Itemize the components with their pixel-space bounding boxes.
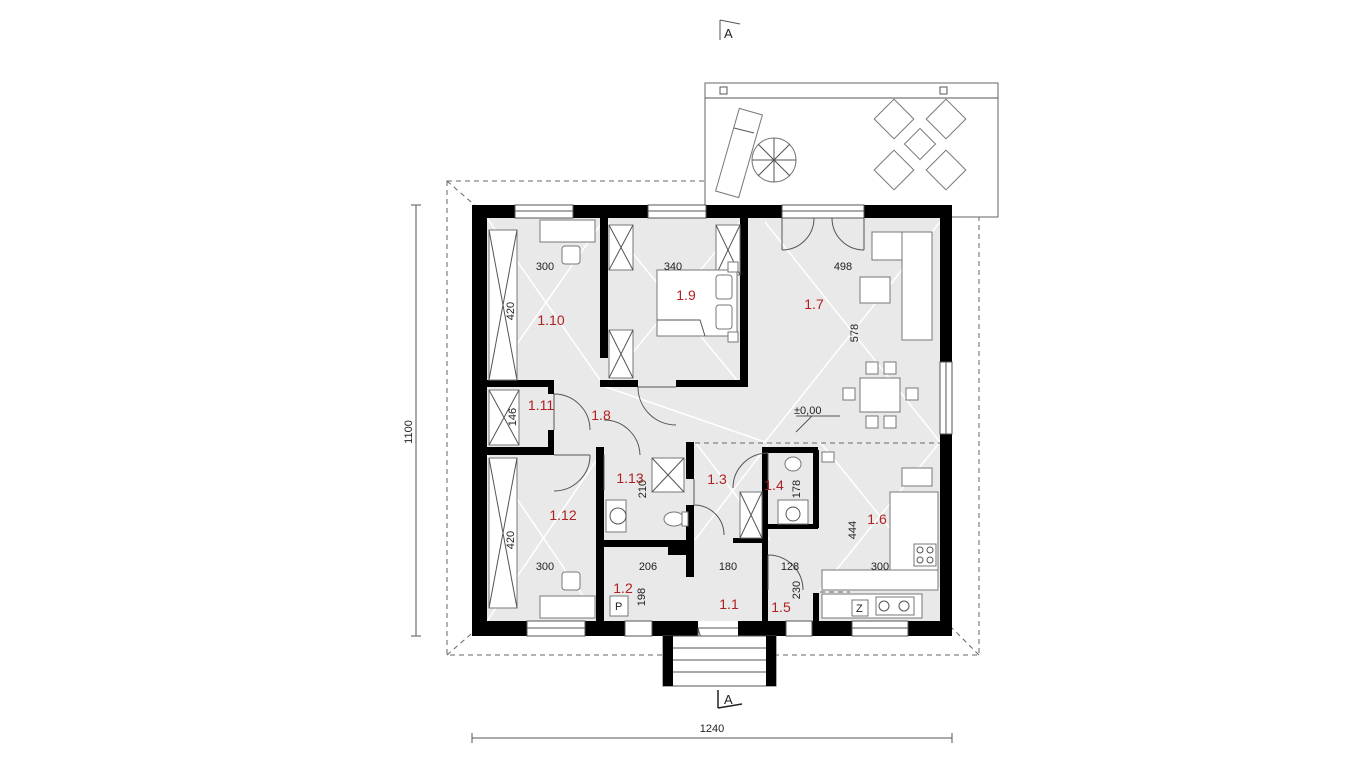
dim-180: 180 [719, 561, 737, 573]
level-marker: ±0,00 [794, 405, 840, 433]
chimney-box [821, 451, 835, 463]
dining-set [842, 361, 919, 429]
desk-room-1-10 [539, 219, 596, 265]
toilet-1-4 [784, 456, 802, 472]
dim-206: 206 [639, 561, 657, 573]
section-label-bottom: A [724, 692, 733, 707]
sofa [871, 231, 933, 341]
post-marker [719, 86, 728, 95]
external-walls [472, 205, 952, 636]
wardrobes [488, 224, 763, 609]
boiler-box [609, 595, 629, 617]
room-1-11: 1.11 [528, 397, 554, 413]
room-1-1: 1.1 [719, 596, 739, 612]
room-1-10: 1.10 [537, 312, 564, 328]
kitchen-counter [821, 467, 939, 619]
dim-128: 128 [781, 561, 799, 573]
internal-walls [487, 218, 819, 621]
post-marker [939, 86, 948, 95]
room-1-2: 1.2 [613, 580, 633, 596]
level-text: ±0,00 [794, 405, 821, 417]
garden-furniture-set [873, 98, 967, 191]
room-labels: 1.10 1.9 1.7 1.11 1.8 1.13 1.3 1.4 1.12 … [528, 287, 887, 615]
parasol [751, 137, 797, 183]
room-1-3: 1.3 [707, 471, 727, 487]
desk-room-1-12 [539, 571, 596, 619]
doors [553, 217, 865, 661]
windows [514, 204, 953, 637]
roof-corner-line [446, 180, 479, 209]
room-dimensions: 300 340 498 578 420 146 420 300 206 180 … [505, 261, 889, 606]
dim-198: 198 [636, 588, 648, 606]
room-1-4: 1.4 [764, 477, 784, 493]
dim-210: 210 [637, 480, 649, 498]
overall-height-dimension: 1100 [403, 204, 421, 637]
dim-300-c: 300 [871, 561, 889, 573]
dim-overall-height: 1100 [403, 420, 415, 444]
room-1-6: 1.6 [867, 511, 887, 527]
sink-box [851, 599, 869, 617]
room-1-13: 1.13 [616, 470, 643, 486]
dim-230: 230 [791, 581, 803, 599]
room-1-12: 1.12 [549, 507, 576, 523]
dim-300-b: 300 [536, 561, 554, 573]
room-1-7: 1.7 [804, 296, 824, 312]
dim-178: 178 [791, 480, 803, 498]
dim-578: 578 [849, 324, 861, 342]
toilet-1-13 [663, 511, 689, 527]
dim-300-a: 300 [536, 261, 554, 273]
fixture-label-z: Z [856, 603, 863, 615]
overall-width-dimension: 1240 [471, 723, 953, 743]
fixture-label-p: P [615, 601, 622, 613]
section-label-top: A [724, 26, 733, 41]
entrance-steps [662, 635, 777, 687]
roof-corner-line [951, 627, 980, 656]
section-marker-top: A [719, 19, 741, 41]
dim-498: 498 [834, 261, 852, 273]
sun-lounger [714, 107, 764, 199]
room-1-9: 1.9 [676, 287, 696, 303]
shower [651, 457, 685, 493]
dim-overall-width: 1240 [700, 723, 724, 735]
dim-420-a: 420 [505, 302, 517, 320]
room-1-5: 1.5 [771, 599, 791, 615]
dim-444: 444 [847, 521, 859, 539]
dim-146: 146 [507, 408, 519, 426]
double-bed [656, 261, 739, 343]
roof-corner-line [446, 627, 479, 656]
dim-420-b: 420 [505, 531, 517, 549]
washbasin-1-4 [777, 499, 809, 525]
coffee-table [859, 276, 891, 304]
washbasin-1-13 [605, 499, 627, 533]
section-marker-bottom: A [717, 690, 743, 709]
room-1-8: 1.8 [591, 407, 611, 423]
dim-340: 340 [664, 261, 682, 273]
